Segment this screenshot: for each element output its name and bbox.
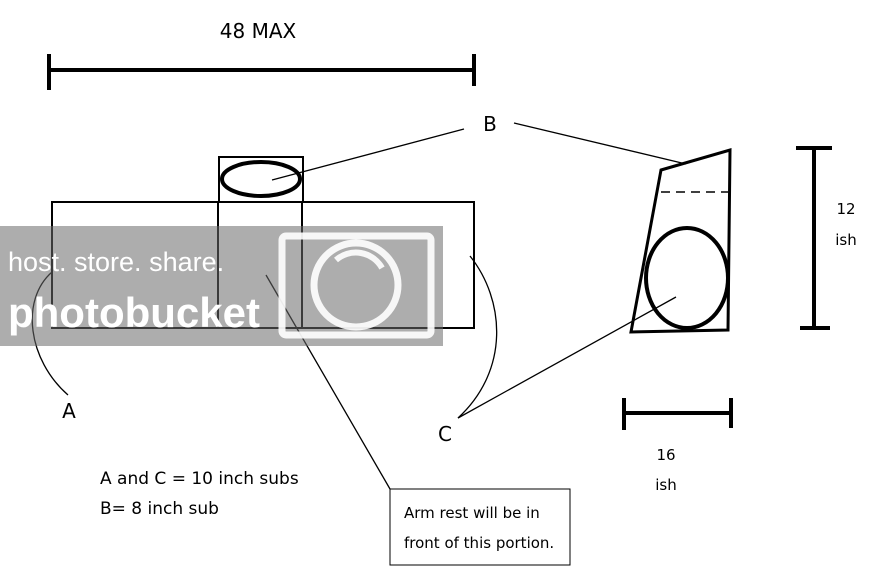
max-width-dimension: [47, 54, 476, 90]
height-dimension: [796, 146, 832, 330]
sub-c-side: [644, 226, 730, 330]
photobucket-watermark: host. store. share. photobucket: [0, 226, 443, 346]
legend-a-c: A and C = 10 inch subs: [100, 469, 299, 489]
depth-dimension: [622, 398, 733, 430]
leader-lines: [31, 122, 687, 490]
depth-value: 16: [656, 446, 675, 464]
sub-b-front: [220, 160, 302, 198]
note-line-2: front of this portion.: [404, 534, 554, 552]
box-side-view: [629, 147, 732, 334]
watermark-brand: photobucket: [8, 289, 260, 336]
label-a: A: [62, 399, 76, 423]
arm-rest-note: Arm rest will be in front of this portio…: [389, 488, 571, 566]
max-width-label: 48 MAX: [220, 19, 297, 43]
camera-icon: [278, 232, 435, 339]
height-value: 12: [836, 200, 855, 218]
legend-b: B= 8 inch sub: [100, 499, 219, 519]
height-unit: ish: [835, 231, 857, 249]
label-c: C: [438, 422, 452, 446]
note-line-1: Arm rest will be in: [404, 504, 540, 522]
label-b: B: [483, 112, 497, 136]
watermark-tagline: host. store. share.: [8, 247, 224, 277]
depth-unit: ish: [655, 476, 677, 494]
